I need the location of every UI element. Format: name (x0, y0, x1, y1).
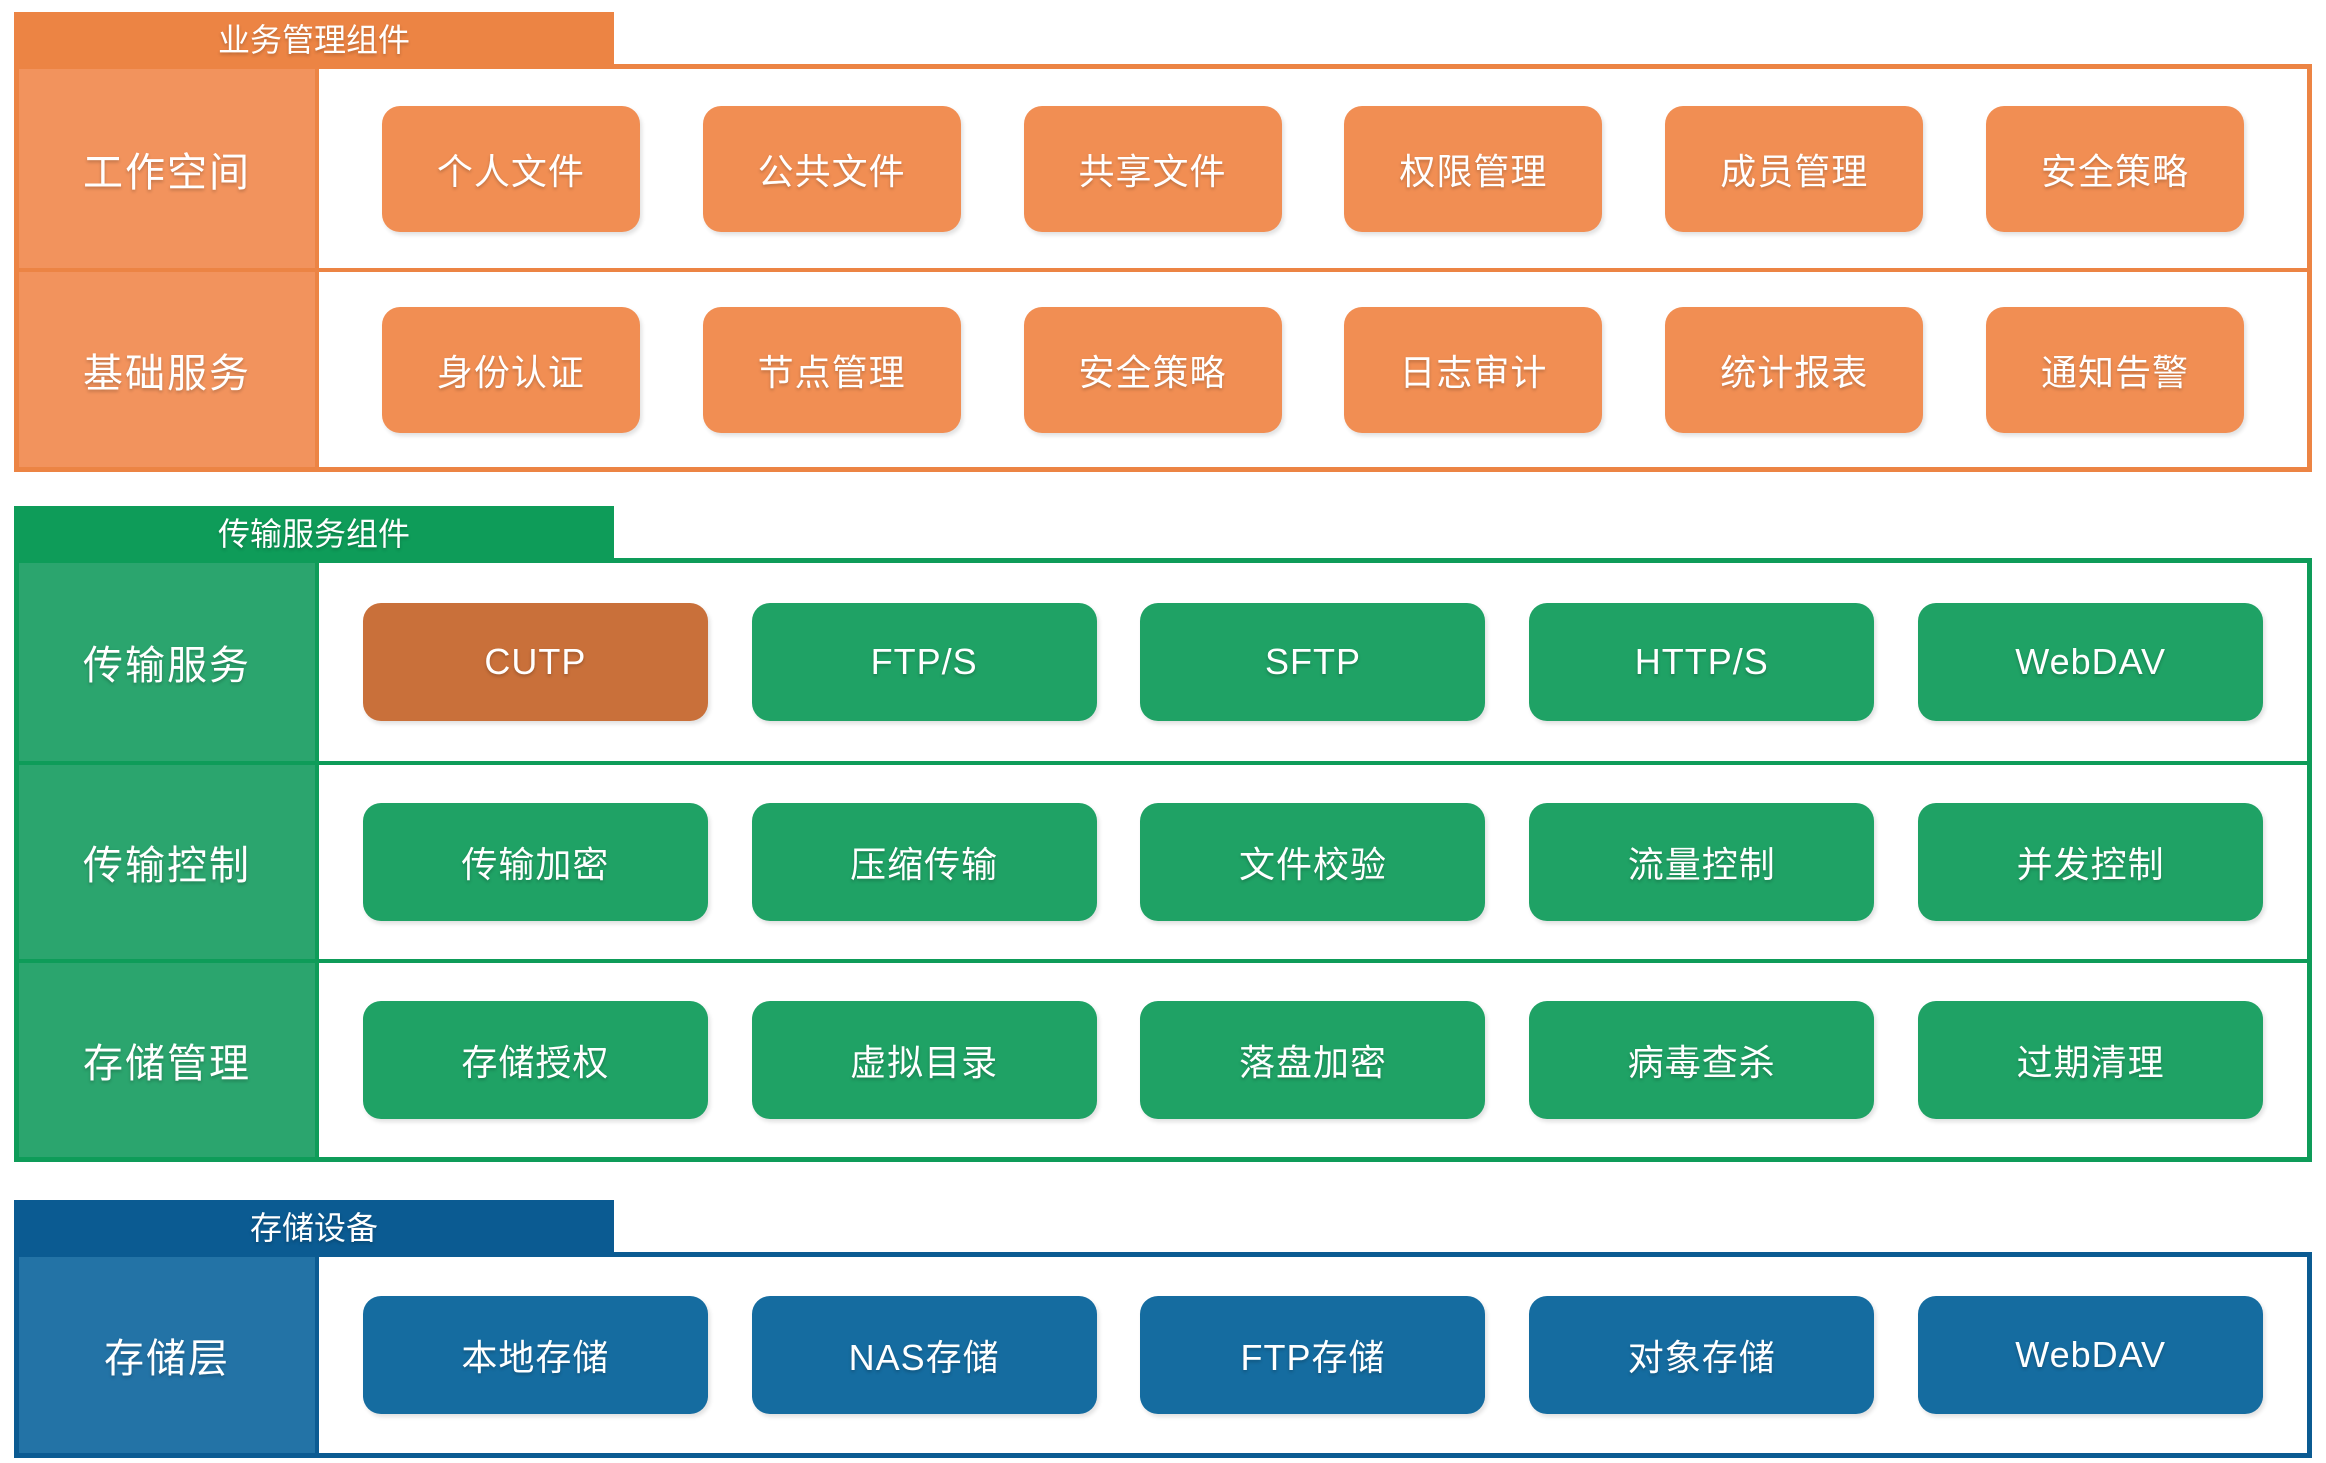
module-chip: 统计报表 (1665, 306, 1924, 433)
module-chip: 病毒查杀 (1529, 1001, 1875, 1119)
layer-row-transfer-control: 传输控制 传输加密 压缩传输 文件校验 流量控制 并发控制 (19, 761, 2307, 959)
section-body: 存储层 本地存储 NAS存储 FTP存储 对象存储 WebDAV (14, 1252, 2312, 1458)
section-business-components: 业务管理组件 工作空间 个人文件 公共文件 共享文件 权限管理 成员管理 安全策… (14, 12, 2312, 472)
layer-label: 传输控制 (19, 765, 319, 959)
module-chip: 虚拟目录 (751, 1001, 1097, 1119)
layer-modules: 个人文件 公共文件 共享文件 权限管理 成员管理 安全策略 (319, 69, 2307, 268)
module-chip: HTTP/S (1529, 603, 1875, 721)
section-tab: 业务管理组件 (14, 12, 614, 64)
module-chip: 对象存储 (1529, 1296, 1875, 1414)
layer-label: 传输服务 (19, 563, 319, 761)
module-chip: 落盘加密 (1140, 1001, 1486, 1119)
layer-row-storage-layer: 存储层 本地存储 NAS存储 FTP存储 对象存储 WebDAV (19, 1257, 2307, 1453)
module-chip: SFTP (1140, 603, 1486, 721)
section-tab: 存储设备 (14, 1200, 614, 1252)
module-chip: 传输加密 (362, 803, 708, 921)
layer-modules: 本地存储 NAS存储 FTP存储 对象存储 WebDAV (319, 1257, 2307, 1453)
section-transfer-components: 传输服务组件 传输服务 CUTP FTP/S SFTP HTTP/S WebDA… (14, 506, 2312, 1162)
layer-row-transfer-services: 传输服务 CUTP FTP/S SFTP HTTP/S WebDAV (19, 563, 2307, 761)
layer-modules: 存储授权 虚拟目录 落盘加密 病毒查杀 过期清理 (319, 963, 2307, 1157)
layer-label: 存储管理 (19, 963, 319, 1157)
section-body: 传输服务 CUTP FTP/S SFTP HTTP/S WebDAV 传输控制 … (14, 558, 2312, 1162)
layer-row-workspace: 工作空间 个人文件 公共文件 共享文件 权限管理 成员管理 安全策略 (19, 69, 2307, 268)
layer-modules: CUTP FTP/S SFTP HTTP/S WebDAV (319, 563, 2307, 761)
layer-label: 工作空间 (19, 69, 319, 268)
module-chip: NAS存储 (751, 1296, 1097, 1414)
module-chip: 通知告警 (1986, 306, 2245, 433)
module-chip: 共享文件 (1023, 105, 1282, 232)
section-tab: 传输服务组件 (14, 506, 614, 558)
layer-label: 存储层 (19, 1257, 319, 1453)
module-chip: FTP/S (751, 603, 1097, 721)
module-chip: 个人文件 (381, 105, 640, 232)
module-chip: 本地存储 (362, 1296, 708, 1414)
module-chip: 安全策略 (1986, 105, 2245, 232)
module-chip: 权限管理 (1344, 105, 1603, 232)
module-chip: 存储授权 (362, 1001, 708, 1119)
section-storage-devices: 存储设备 存储层 本地存储 NAS存储 FTP存储 对象存储 WebDAV (14, 1200, 2312, 1458)
layer-row-base-services: 基础服务 身份认证 节点管理 安全策略 日志审计 统计报表 通知告警 (19, 268, 2307, 467)
layer-row-storage-management: 存储管理 存储授权 虚拟目录 落盘加密 病毒查杀 过期清理 (19, 959, 2307, 1157)
module-chip: 公共文件 (702, 105, 961, 232)
module-chip: 文件校验 (1140, 803, 1486, 921)
module-chip: 节点管理 (702, 306, 961, 433)
module-chip: 并发控制 (1918, 803, 2264, 921)
module-chip: FTP存储 (1140, 1296, 1486, 1414)
module-chip-cutp: CUTP (362, 603, 708, 721)
module-chip: 流量控制 (1529, 803, 1875, 921)
layer-modules: 传输加密 压缩传输 文件校验 流量控制 并发控制 (319, 765, 2307, 959)
module-chip: 过期清理 (1918, 1001, 2264, 1119)
module-chip: WebDAV (1918, 603, 2264, 721)
module-chip: 压缩传输 (751, 803, 1097, 921)
layer-modules: 身份认证 节点管理 安全策略 日志审计 统计报表 通知告警 (319, 272, 2307, 467)
module-chip: 身份认证 (381, 306, 640, 433)
section-body: 工作空间 个人文件 公共文件 共享文件 权限管理 成员管理 安全策略 基础服务 … (14, 64, 2312, 472)
module-chip: 安全策略 (1023, 306, 1282, 433)
module-chip: 成员管理 (1665, 105, 1924, 232)
module-chip: WebDAV (1918, 1296, 2264, 1414)
layer-label: 基础服务 (19, 272, 319, 467)
module-chip: 日志审计 (1344, 306, 1603, 433)
